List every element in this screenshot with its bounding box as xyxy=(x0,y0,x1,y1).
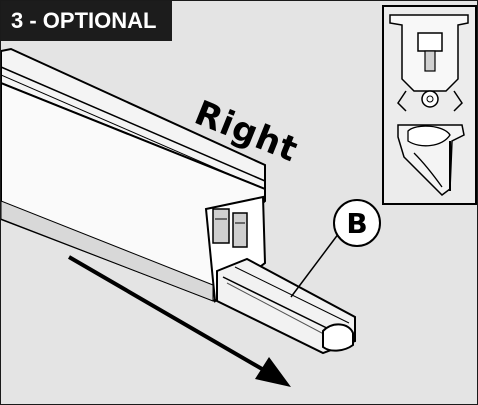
callout-leader xyxy=(290,232,340,298)
clip-right xyxy=(232,212,248,248)
lower-insert-cap xyxy=(407,125,451,147)
upper-right-hook xyxy=(453,90,463,112)
part-callout: B xyxy=(333,199,381,247)
upper-clip-screw xyxy=(424,50,436,72)
upper-left-hook xyxy=(397,90,407,112)
profile-lip-line xyxy=(1,66,266,182)
insert-groove-2 xyxy=(226,282,338,342)
insert-end-profile xyxy=(322,323,354,352)
clip-left xyxy=(212,208,230,244)
cross-section-drawing xyxy=(389,14,469,196)
screw-hole xyxy=(426,95,434,103)
cross-section-inset xyxy=(382,5,477,205)
lower-curve xyxy=(413,152,443,188)
arrow-down-right-icon xyxy=(67,255,291,387)
profile-top-face xyxy=(1,47,266,191)
insert-groove xyxy=(222,276,342,336)
upper-clip-head xyxy=(417,32,443,52)
profile-shadow-strip xyxy=(1,200,214,302)
step-badge: 3 - OPTIONAL xyxy=(1,1,173,41)
insert-strip-b xyxy=(216,257,356,355)
